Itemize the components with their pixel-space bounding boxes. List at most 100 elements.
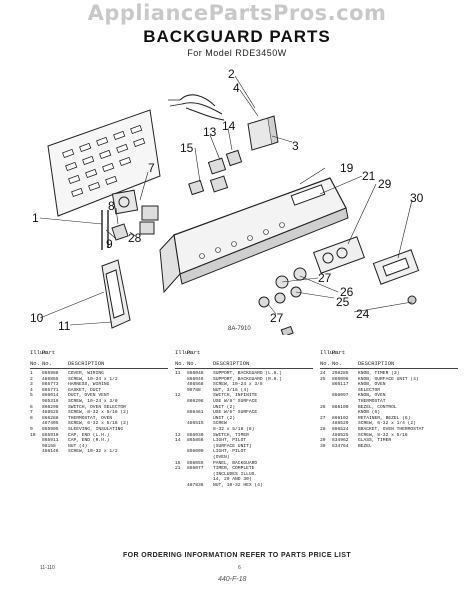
- part-description: 8-32 x 5/16 (8): [213, 426, 255, 432]
- callout-label: 15: [180, 141, 194, 155]
- page-title: BACKGUARD PARTS: [143, 27, 331, 46]
- handwritten-note: 440-F-18: [218, 576, 247, 583]
- header-illus-no: No.: [320, 359, 330, 367]
- callout-label: 7: [148, 161, 155, 175]
- illus-number: 9: [30, 426, 33, 432]
- part-description: SLEEVING, INSULATING: [68, 426, 124, 432]
- part-description: NUT (4): [68, 443, 88, 449]
- part-description: (SURFACE UNIT): [213, 443, 252, 449]
- part-number: 866100: [332, 404, 349, 410]
- table-row: 866296 USE W/8" SURFACE: [175, 399, 313, 405]
- part-description: CAP, END (L.H.): [68, 432, 110, 438]
- part-number: 865771: [42, 387, 59, 393]
- part-number: 866096: [332, 376, 349, 382]
- part-description: RETAINER, BEZEL (6): [358, 415, 411, 421]
- part-description: SCREW, 6-32 x 1/4 (2): [358, 421, 416, 427]
- table-row: 8-32 x 5/16 (8): [175, 427, 313, 433]
- table-row: 487405 SCREW, 6-32 x 5/16 (2): [30, 421, 168, 427]
- part-number: 866055: [187, 460, 204, 466]
- table-row: UNIT (2): [175, 405, 313, 411]
- illus-number: 27: [320, 415, 326, 421]
- part-number: 866298: [42, 404, 59, 410]
- table-row: 14, 29 AND 30): [175, 477, 313, 483]
- illus-number: 28: [320, 426, 326, 432]
- exploded-diagram: 2 4 13 14 3 15 19 7 21 29 30 8 28 9 1 10…: [30, 67, 424, 335]
- table-row: (INCLUDES ILLUS.: [175, 472, 313, 478]
- part-number: 866014: [42, 393, 59, 399]
- part-number: 834962: [332, 438, 349, 444]
- illus-number: 14: [175, 438, 181, 444]
- part-description: SUPPORT, BACKGUARD (R.H.): [213, 376, 282, 382]
- part-description: SCREW, 10-24 x 1/2: [68, 376, 118, 382]
- header-part: Part: [187, 349, 201, 356]
- footer-code: 11-110: [40, 565, 55, 571]
- part-description: GLASS, TIMER: [358, 438, 392, 444]
- part-number: 486146: [42, 449, 59, 455]
- part-number: 865988: [42, 371, 59, 376]
- part-number: 834764: [332, 443, 349, 449]
- illus-number: 26: [320, 404, 326, 410]
- part-description: PANEL, BACKGUARD: [213, 460, 258, 466]
- part-number: 866097: [332, 393, 349, 399]
- part-number: 866288: [42, 415, 59, 421]
- model-subtitle: For Model RDE3450W: [187, 48, 287, 58]
- part-description: SELECTOR: [358, 387, 381, 393]
- illus-number: 11: [175, 371, 181, 376]
- header-illus-no: No.: [30, 359, 40, 367]
- part-number: 866296: [187, 398, 204, 404]
- timer-bezel: [312, 236, 366, 274]
- part-description: COVER, WIRING: [68, 371, 104, 376]
- header-illus-no: No.: [175, 359, 185, 367]
- callout-label: 10: [30, 311, 44, 325]
- header-part: Part: [42, 349, 56, 356]
- part-number: 298285: [332, 371, 349, 376]
- ordering-note: FOR ORDERING INFORMATION REFER TO PARTS …: [122, 552, 352, 559]
- part-description: UNIT (2): [213, 415, 236, 421]
- illus-number: 24: [320, 371, 326, 376]
- part-description: SUPPORT, BACKGUARD (L.H.): [213, 371, 282, 376]
- illus-number: 8: [30, 415, 33, 421]
- part-number: 486865: [42, 376, 59, 382]
- callout-label: 3: [292, 139, 299, 153]
- illus-number: 6: [30, 404, 33, 410]
- page-number: 6: [238, 565, 241, 571]
- part-description: SCREW, 6-32 x 5/16 (2): [68, 421, 129, 427]
- callout-label: 1: [32, 211, 39, 225]
- illus-number: 5: [30, 393, 33, 399]
- figure-code: 8A-7910: [228, 326, 251, 332]
- callout-label: 9: [106, 237, 113, 251]
- illus-number: 29: [320, 438, 326, 444]
- part-number: 486515: [187, 421, 204, 427]
- part-description: USE W/8" SURFACE: [213, 398, 258, 404]
- part-description: SCREW, 10-24 x 3/8: [68, 398, 118, 404]
- table-row: SELECTOR: [320, 388, 458, 394]
- part-description: KNOB, OVEN: [358, 382, 386, 388]
- part-description: NUT, 10-32 HEX (4): [213, 482, 263, 488]
- header-illus: Illus.: [30, 349, 50, 356]
- illus-number: 1: [30, 371, 33, 376]
- table-row: UNIT (2): [175, 416, 313, 422]
- callout-labels: 2 4 13 14 3 15 19 7 21 29 30 8 28 9 1 10…: [30, 67, 424, 333]
- callout-label: 19: [340, 161, 354, 175]
- part-number: 866102: [332, 415, 349, 421]
- part-number: 487405: [42, 421, 59, 427]
